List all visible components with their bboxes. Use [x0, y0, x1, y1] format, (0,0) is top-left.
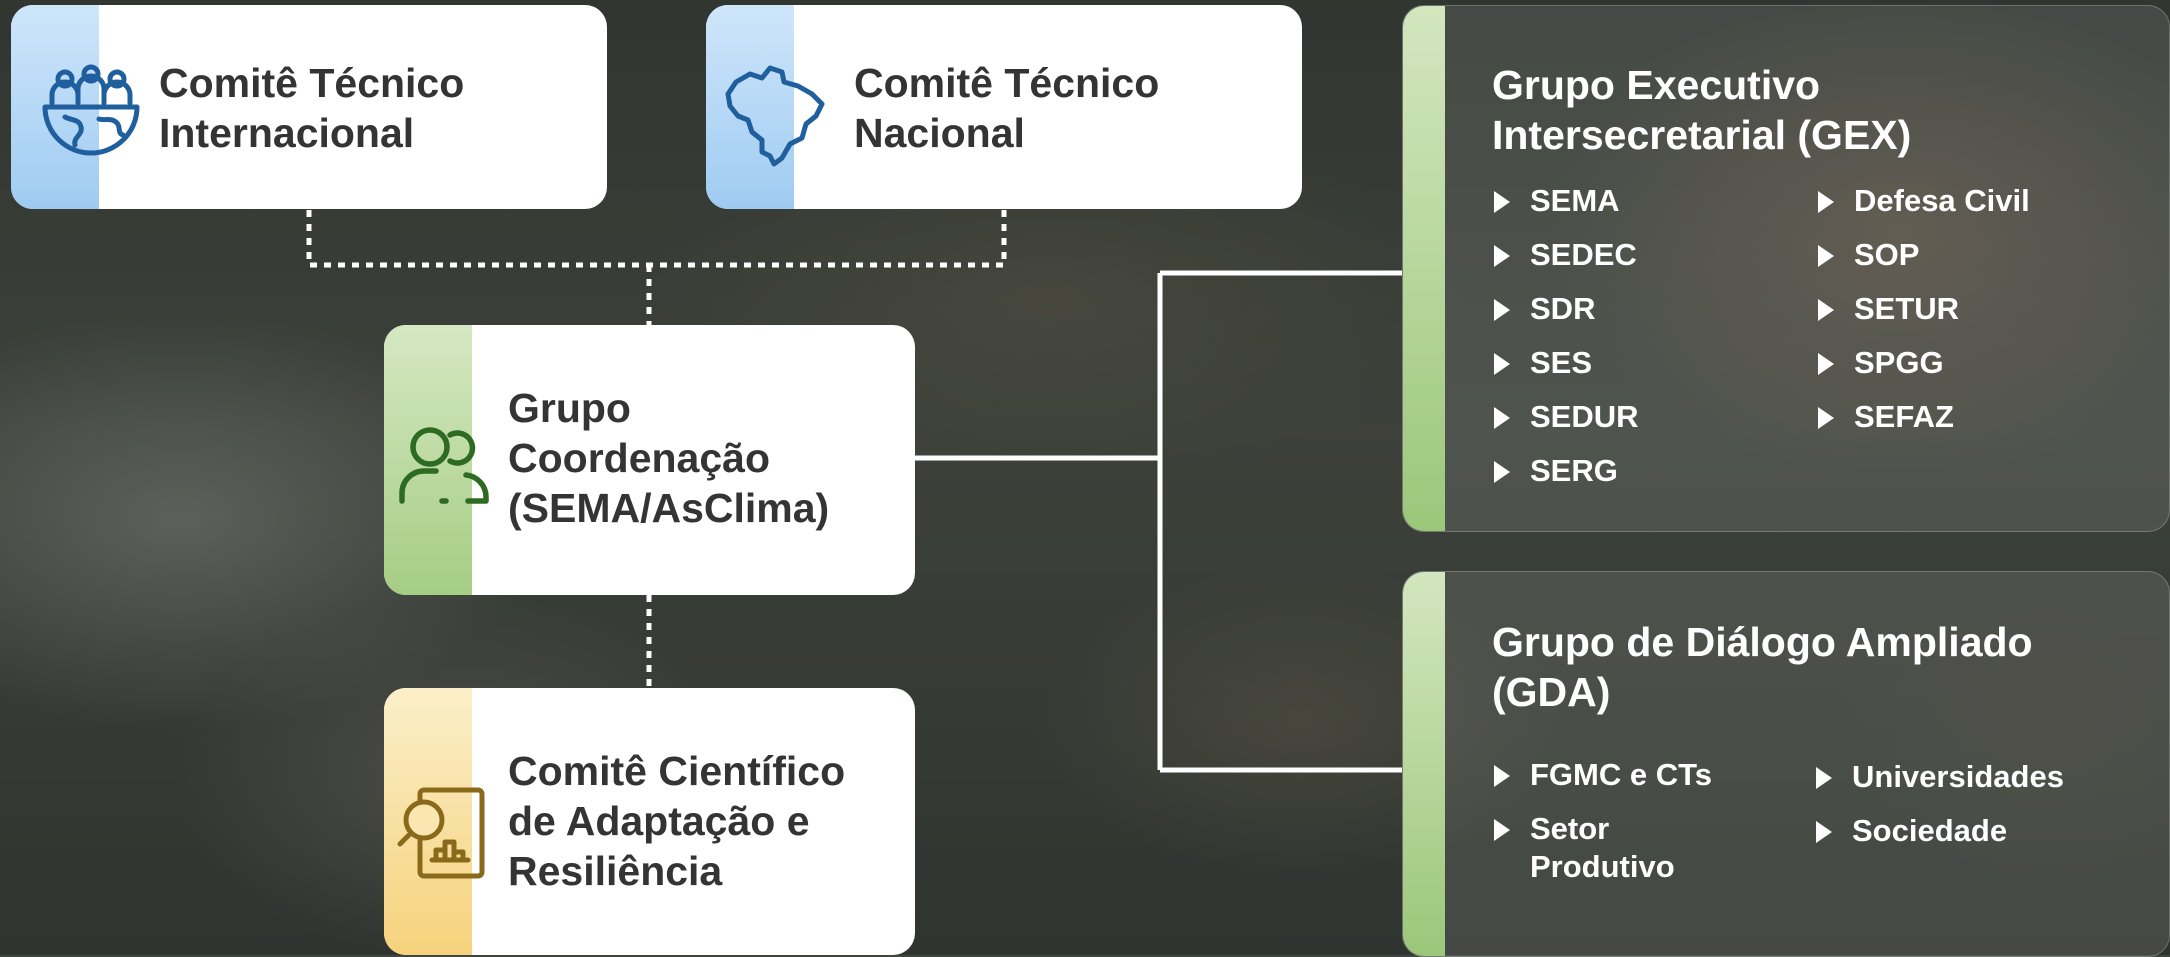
- globe-people-icon: [42, 64, 140, 156]
- list-item: FGMC e CTs: [1492, 756, 1792, 794]
- list-item: SETUR: [1816, 290, 2136, 328]
- committee-national-box: Comitê Técnico Nacional: [706, 5, 1302, 209]
- list-item: SEDUR: [1492, 398, 1782, 436]
- search-chart-icon: [397, 787, 485, 879]
- committee-international-title: Comitê Técnico Internacional: [159, 60, 465, 156]
- list-item: Setor Produtivo: [1492, 810, 1792, 886]
- gex-title: Grupo Executivo Intersecretarial (GEX): [1492, 62, 1912, 158]
- list-item: Universidades: [1814, 758, 2144, 796]
- list-item: Defesa Civil: [1816, 182, 2136, 220]
- scientific-committee-box: Comitê Científico de Adaptação e Resiliê…: [384, 688, 915, 955]
- list-item: SPGG: [1816, 344, 2136, 382]
- coordination-group-box: Grupo Coordenação (SEMA/AsClima): [384, 325, 915, 595]
- list-item: SEDEC: [1492, 236, 1782, 274]
- gda-panel: Grupo de Diálogo Ampliado (GDA) FGMC e C…: [1402, 571, 2170, 957]
- gex-list-col2: Defesa Civil SOP SETUR SPGG SEFAZ: [1816, 182, 2136, 436]
- users-icon: [399, 427, 489, 504]
- brazil-map-icon: [725, 65, 825, 167]
- list-item: SOP: [1816, 236, 2136, 274]
- gda-title: Grupo de Diálogo Ampliado (GDA): [1492, 619, 2033, 715]
- gex-panel: Grupo Executivo Intersecretarial (GEX) S…: [1402, 5, 2170, 532]
- list-item: SDR: [1492, 290, 1782, 328]
- coordination-group-title: Grupo Coordenação (SEMA/AsClima): [508, 385, 830, 531]
- gex-list-col1: SEMA SEDEC SDR SES SEDUR SERG: [1492, 182, 1782, 490]
- list-item: SERG: [1492, 452, 1782, 490]
- committee-international-box: Comitê Técnico Internacional: [11, 5, 607, 209]
- list-item: SEMA: [1492, 182, 1782, 220]
- list-item: Sociedade: [1814, 812, 2144, 850]
- list-item: SEFAZ: [1816, 398, 2136, 436]
- gda-list-col1: FGMC e CTs Setor Produtivo: [1492, 756, 1792, 886]
- dotted-connector-top: [306, 210, 1007, 268]
- committee-national-title: Comitê Técnico Nacional: [854, 60, 1160, 156]
- scientific-committee-title: Comitê Científico de Adaptação e Resiliê…: [508, 748, 846, 894]
- gda-list-col2: Universidades Sociedade: [1814, 758, 2144, 850]
- list-item: SES: [1492, 344, 1782, 382]
